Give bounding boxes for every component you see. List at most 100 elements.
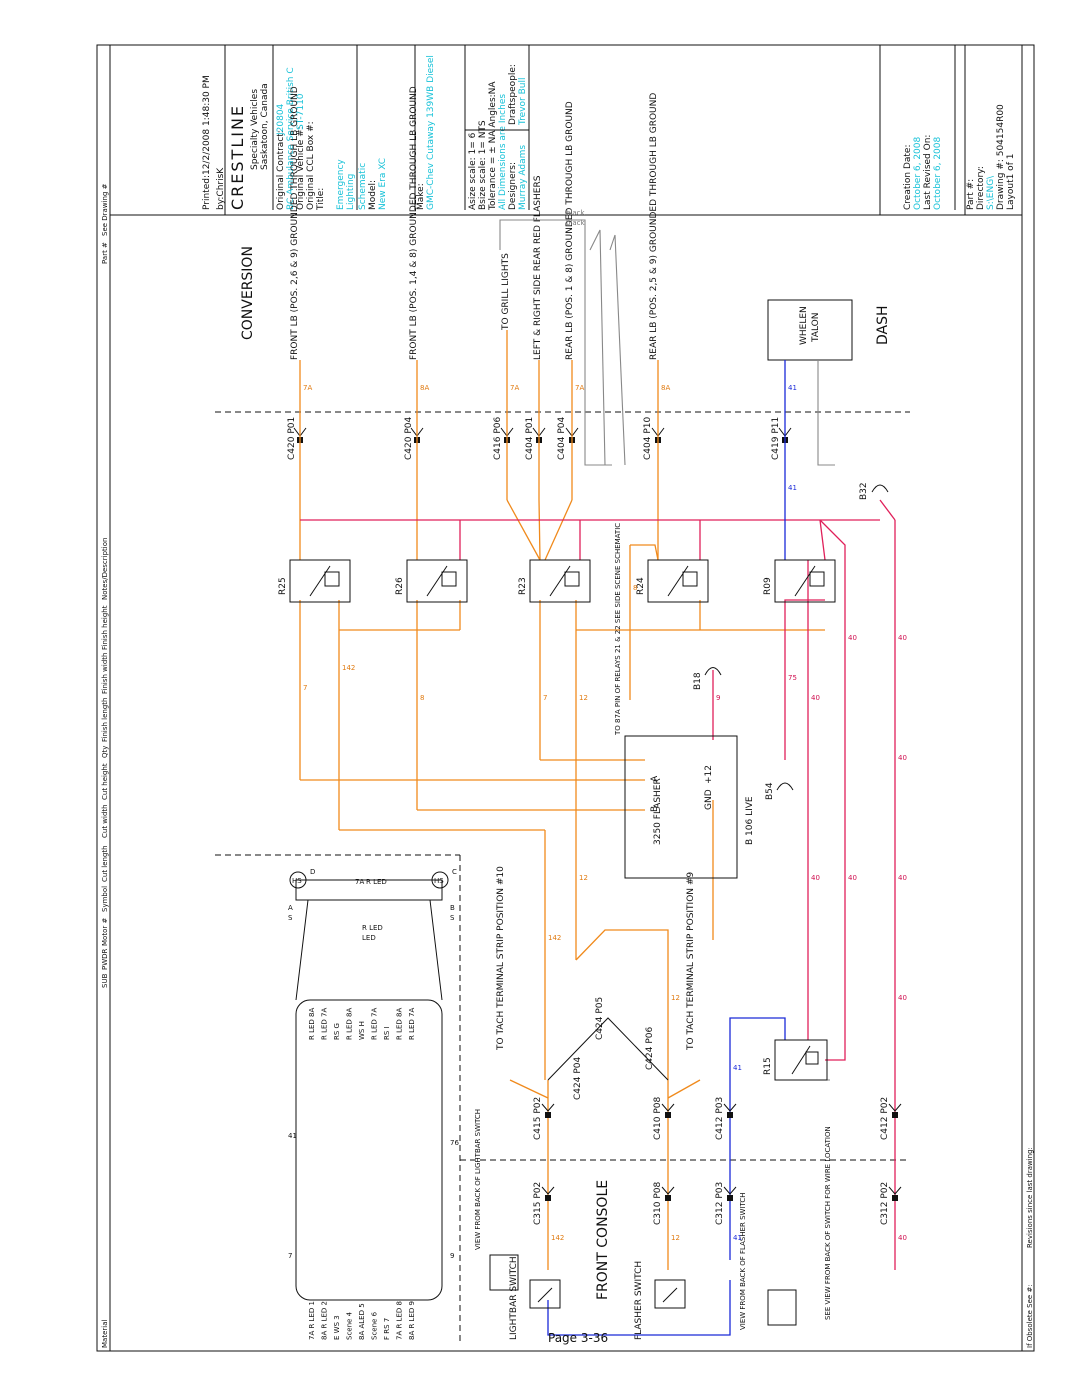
orig-ccl-label: Original CCL Box #: [306,121,316,210]
svg-text:R24: R24 [636,577,646,595]
relay-r25: R25 [278,559,351,603]
revised-label: Last Revised On: [923,135,933,210]
console-connectors: C315 P02 C310 P08 C312 P03 C312 P02 [533,1182,902,1225]
flasher-pin-b: B [650,806,660,812]
col-finish-width: Finish width [101,653,109,694]
svg-text:8A: 8A [661,384,670,392]
ambulance-label: BC Ambulance Service British C [286,67,296,210]
col-qty: Qty [101,746,109,758]
svg-text:A: A [288,904,293,912]
orange-wires [299,330,825,1270]
model-value: New Era XC [378,158,388,210]
directory-label: Directory: [976,166,986,210]
svg-text:41: 41 [788,484,797,492]
see-view-note: SEE VIEW FROM BACK OF SWITCH FOR WIRE LO… [824,1126,832,1320]
connector-c420-p04: C420 P04 [404,417,424,460]
svg-text:R LED: R LED [362,924,383,932]
lightbar-row-left: F RS 7 [383,1318,391,1340]
load-rear-lb-18: REAR LB (POS. 1 & 8) GROUNDED THROUGH LB… [565,101,575,360]
title-value-2: Lighting [346,174,356,210]
svg-text:76: 76 [450,1139,459,1147]
svg-text:41: 41 [733,1064,742,1072]
svg-text:12: 12 [671,994,680,1002]
layout-label: Layout1 of 1 [1006,154,1016,210]
svg-text:R23: R23 [518,577,528,595]
svg-text:12: 12 [579,874,588,882]
svg-text:41: 41 [288,1132,297,1140]
load-labels: FRONT LB (POS. 2,6 & 9) GROUNDED THROUGH… [290,86,659,360]
col-pwdr: PWDR [101,948,109,970]
svg-text:7A: 7A [303,384,312,392]
asize-scale: Asize scale: 1= 6 [468,132,478,210]
connector-c312-p03: C312 P03 [715,1182,737,1225]
view-lightbar-note: VIEW FROM BACK OF LIGHTBAR SWITCH [474,1109,482,1250]
model-label: Model: [368,180,378,210]
svg-text:40: 40 [898,994,907,1002]
svg-text:7A: 7A [355,878,364,886]
connector-c404-p01: C404 P01 [525,417,546,460]
relay-r24: R24 [636,559,709,603]
svg-text:C416 P06: C416 P06 [493,417,503,460]
lightbar-switch-pins [489,1254,519,1291]
svg-text:40: 40 [898,874,907,882]
connector-c310-p08: C310 P08 [653,1182,675,1225]
lightbar-row-left: Scene 6 [371,1311,379,1340]
lightbar-row-right: R LED 7A [321,1008,329,1040]
svg-text:C424 P04: C424 P04 [573,1057,583,1100]
svg-text:C312 P03: C312 P03 [715,1182,725,1225]
lightbar-row-left: 8A R LED 9 [408,1301,416,1340]
svg-text:C310 P08: C310 P08 [653,1182,663,1225]
col-motor: Motor # [101,918,109,946]
connector-c410-p08: C410 P08 [653,1097,675,1140]
svg-text:C419 P11: C419 P11 [771,417,781,460]
svg-text:40: 40 [811,874,820,882]
red-wires [300,499,896,1270]
lightbar-row-left: 7A R LED 1 [308,1301,316,1340]
svg-text:R15: R15 [763,1057,773,1075]
connector-c312-p02: C312 P02 [880,1182,902,1225]
flasher-switch[interactable]: FLASHER SWITCH [634,1261,686,1340]
svg-text:41: 41 [788,384,797,392]
obsolete-label: If Obsolete See #: [1026,1284,1034,1348]
flasher-gnd: GND [704,789,714,810]
svg-text:8: 8 [633,584,637,592]
svg-text:B54: B54 [765,782,775,800]
title-block: Printed:12/2/2008 1:48:30 PM by:ChrisK C… [202,45,1016,211]
col-see-drawing: See Drawing # [101,183,109,236]
breaker-b54: B54 [765,782,794,800]
schematic-label: Schematic [358,163,368,210]
section-front-console: FRONT CONSOLE [595,1180,611,1300]
svg-text:B32: B32 [859,482,869,500]
flasher-plus12: +12 [704,765,714,784]
svg-text:R26: R26 [395,577,405,595]
title-value-1: Emergency [336,159,346,210]
material-label: Material [101,1320,109,1348]
crestline-logo: CRESTLINE [228,104,247,210]
load-front-lb-148: FRONT LB (POS. 1,4 & 8) GROUNDED THROUGH… [409,86,419,360]
flasher-live: B 106 LIVE [745,796,755,845]
svg-text:C420 P04: C420 P04 [404,417,414,460]
svg-text:black: black [566,219,586,227]
mid-connectors: C415 P02 C410 P08 C412 P03 C412 P02 C424… [533,997,902,1140]
section-dash: DASH [875,305,891,345]
svg-text:12: 12 [671,1234,680,1242]
draftspeople-value: Trevor Bull [518,78,528,127]
top-row: Material SUB PWDR Motor # Symbol Cut len… [101,183,109,1348]
wire-labels: 7A 8A 7A 7A 8A 41 41 7 142 8 7 12 8 9 75… [303,384,907,1242]
creation-value: October 6, 2008 [913,136,923,210]
lightbar-row-left: 8A ALED 5 [358,1303,366,1340]
lightbar-row-right: R LED 7A [408,1008,416,1040]
lightbar-row-left: Scene 4 [346,1311,354,1340]
svg-text:R09: R09 [763,577,773,595]
orig-contract-label: Original Contract: [276,130,286,210]
lightbar-switch-label: LIGHTBAR SWITCH [509,1256,519,1340]
lightbar-switch[interactable]: LIGHTBAR SWITCH [509,1256,561,1340]
svg-text:C410 P08: C410 P08 [653,1097,663,1140]
svg-text:41: 41 [733,1234,742,1242]
svg-text:C420 P01: C420 P01 [287,417,297,460]
relay-r09: R09 [763,559,836,603]
lightbar-body [295,999,443,1301]
connector-c404-p04: C404 P04 [557,417,579,460]
printed-date: Printed:12/2/2008 1:48:30 PM [202,75,212,210]
whelen-talon-box [767,299,853,361]
